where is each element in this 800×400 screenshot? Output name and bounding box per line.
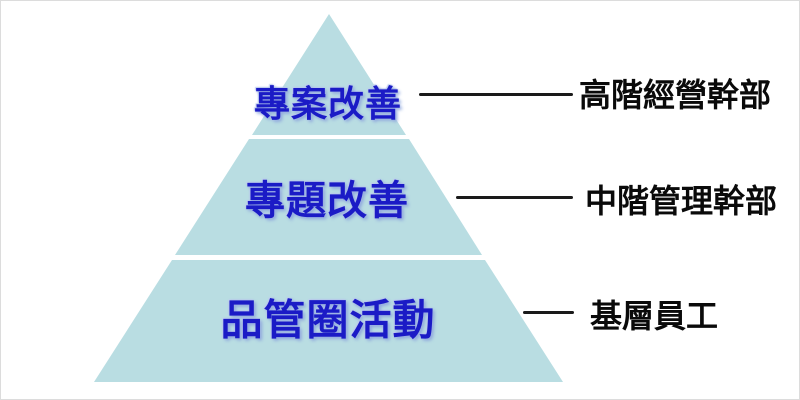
- pyramid-tier-top-shape: [252, 14, 406, 135]
- tier-label-top: 專案改善: [253, 84, 403, 125]
- connector-line-top: [419, 93, 573, 96]
- audience-label-bottom: 基層員工: [590, 297, 719, 335]
- tier-label-middle: 專題改善: [245, 178, 409, 224]
- audience-label-middle: 中階管理幹部: [585, 182, 778, 220]
- pyramid-tier-middle-shape: [175, 139, 482, 255]
- connector-line-bottom: [523, 311, 574, 314]
- tier-label-bottom: 品管圈活動: [220, 295, 436, 345]
- connector-line-middle: [456, 196, 573, 199]
- audience-label-top: 高階經營幹部: [579, 76, 772, 114]
- pyramid-tier-bottom-shape: [94, 260, 563, 382]
